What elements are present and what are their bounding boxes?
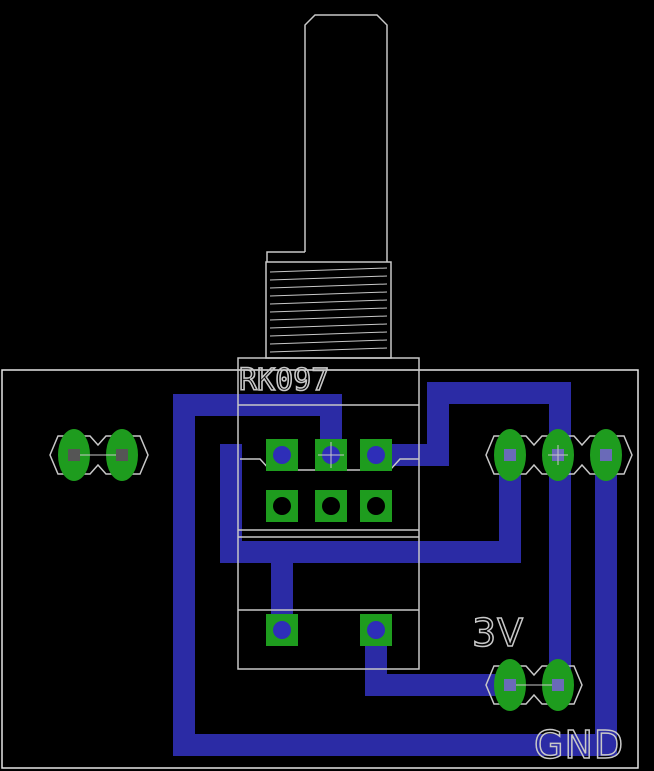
pot-pad-1[interactable] <box>266 439 298 471</box>
power-pad-3v[interactable] <box>494 659 526 711</box>
left-header <box>49 429 149 481</box>
header-pad[interactable] <box>590 429 622 481</box>
pot-pad-5[interactable] <box>315 490 347 522</box>
right-header <box>485 429 633 481</box>
power-header <box>485 659 583 711</box>
power-pad-gnd[interactable] <box>542 659 574 711</box>
pot-pad-3[interactable] <box>360 439 392 471</box>
trace-bottom <box>365 619 521 696</box>
trace-wiper <box>220 444 521 563</box>
pot-pad-7[interactable] <box>266 614 298 646</box>
header-pad[interactable] <box>494 429 526 481</box>
component-label: RK097 <box>239 363 329 398</box>
pot-pad-8[interactable] <box>360 614 392 646</box>
pot-pad-6[interactable] <box>360 490 392 522</box>
label-3v: 3V <box>472 611 524 655</box>
pot-pad-4[interactable] <box>266 490 298 522</box>
potentiometer-footprint <box>237 14 420 670</box>
header-pad[interactable] <box>58 429 90 481</box>
header-pad[interactable] <box>106 429 138 481</box>
label-gnd: GND <box>534 723 624 767</box>
trace-gnd-loop <box>173 394 617 756</box>
via-icon <box>318 442 344 468</box>
board-outline <box>1 369 639 769</box>
trace-right-top <box>365 382 571 696</box>
